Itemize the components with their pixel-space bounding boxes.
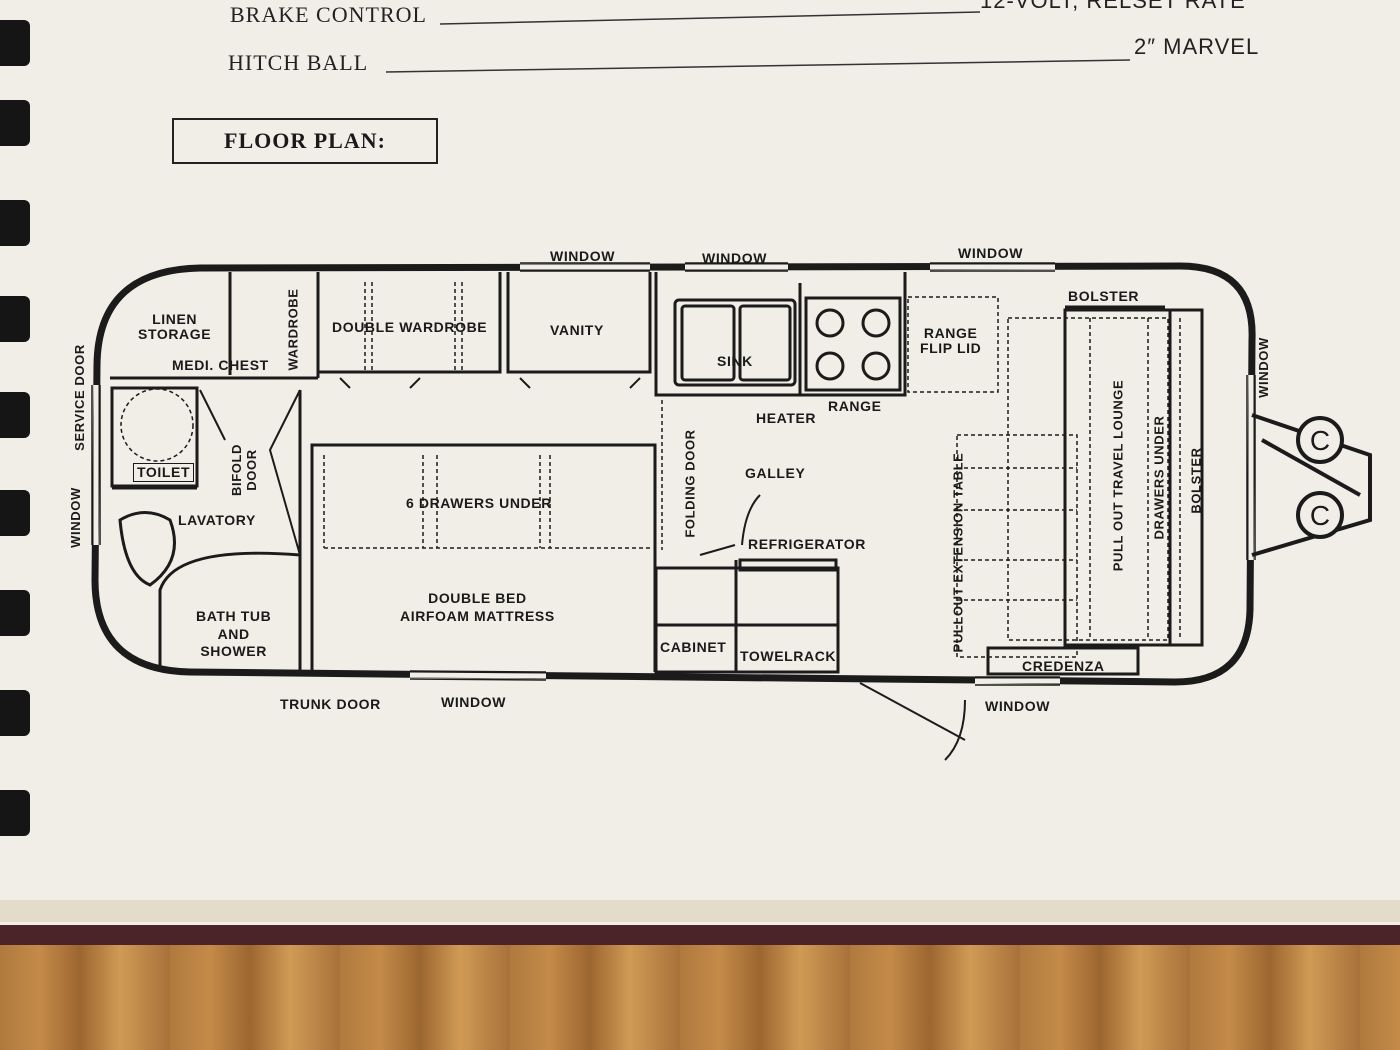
hidden-lines [120, 282, 1181, 658]
label-linen-storage: LINEN STORAGE [138, 311, 212, 343]
label-credenza: CREDENZA [1022, 658, 1105, 674]
spec-underline [385, 59, 1131, 73]
label-pull-out-travel-lounge: PULL OUT TRAVEL LOUNGE [1110, 379, 1126, 572]
rear-cabinets [110, 272, 907, 397]
label-folding-door: FOLDING DOOR [682, 429, 698, 538]
binding-ring [0, 200, 30, 246]
floor-plan-heading: FLOOR PLAN: [224, 128, 386, 153]
svg-text:C: C [1310, 500, 1330, 531]
brake-control-label: BRAKE CONTROL [230, 2, 427, 27]
label-lavatory: LAVATORY [178, 512, 256, 528]
galley-cabinets [654, 558, 840, 674]
label-window-top-2: WINDOW [702, 250, 768, 266]
label-window-top-3: WINDOW [958, 245, 1024, 261]
label-bolster-top: BOLSTER [1068, 288, 1140, 304]
label-galley: GALLEY [745, 465, 806, 481]
hitch-ball-value: 2″ MARVEL [1134, 34, 1260, 59]
wood-table-surface [0, 930, 1400, 1050]
label-toilet: TOILET [133, 463, 195, 483]
label-wardrobe: WARDROBE [285, 288, 301, 371]
label-bolster-right: BOLSTER [1188, 447, 1204, 514]
label-vanity: VANITY [550, 322, 604, 338]
binding-ring [0, 296, 30, 342]
label-heater: HEATER [756, 410, 817, 426]
binding-ring [0, 490, 30, 536]
binding-ring [0, 790, 30, 836]
double-bed [310, 443, 657, 672]
window-openings [93, 264, 1254, 684]
label-sink: SINK [717, 353, 753, 369]
manual-page [0, 0, 1400, 925]
label-service-door: SERVICE DOOR [71, 344, 87, 451]
page-edge [0, 900, 1400, 922]
bathroom [110, 386, 302, 672]
label-double-bed: DOUBLE BED AIRFOAM MATTRESS [400, 590, 555, 625]
label-refrigerator: REFRIGERATOR [748, 536, 866, 552]
label-drawers-under: DRAWERS UNDER [1151, 415, 1167, 540]
label-bath-tub-and-shower: BATH TUB AND SHOWER [196, 608, 272, 659]
binding-ring [0, 392, 30, 438]
label-bifold-door: BIFOLD DOOR [228, 444, 259, 496]
label-window-top-1: WINDOW [550, 248, 616, 264]
hitch-ball-label: HITCH BALL [228, 50, 369, 75]
hitch-assembly: C C [1251, 413, 1372, 557]
label-window-left: WINDOW [67, 487, 83, 548]
svg-text:C: C [1310, 425, 1330, 456]
range-burners [804, 296, 902, 392]
label-double-wardrobe: DOUBLE WARDROBE [332, 319, 488, 335]
spec-underline [439, 11, 981, 25]
floor-plan-heading-box [172, 118, 438, 164]
label-window-bottom-1: WINDOW [441, 694, 507, 710]
label-towelrack: TOWELRACK [740, 648, 837, 664]
binding-ring [0, 590, 30, 636]
binding-ring [0, 20, 30, 66]
label-trunk-door: TRUNK DOOR [280, 696, 381, 712]
label-window-right: WINDOW [1255, 337, 1271, 398]
binding-ring [0, 690, 30, 736]
label-range: RANGE [828, 398, 882, 414]
label-medi-chest: MEDI. CHEST [172, 357, 269, 373]
front-lounge [986, 305, 1204, 676]
window-frames [91, 262, 1256, 686]
brake-control-value: 12-VOLT, RELSET RATE [980, 0, 1246, 13]
label-pullout-extension-table: PULLOUT EXTENSION TABLE [950, 452, 966, 653]
label-window-bottom-2: WINDOW [985, 698, 1051, 714]
label-range-flip-lid: RANGE FLIP LID [920, 325, 982, 357]
trailer-outline [91, 262, 1256, 686]
binding-ring [0, 100, 30, 146]
door-swings [199, 377, 966, 761]
label-six-drawers-under: 6 DRAWERS UNDER [406, 495, 552, 511]
label-cabinet: CABINET [660, 639, 727, 655]
